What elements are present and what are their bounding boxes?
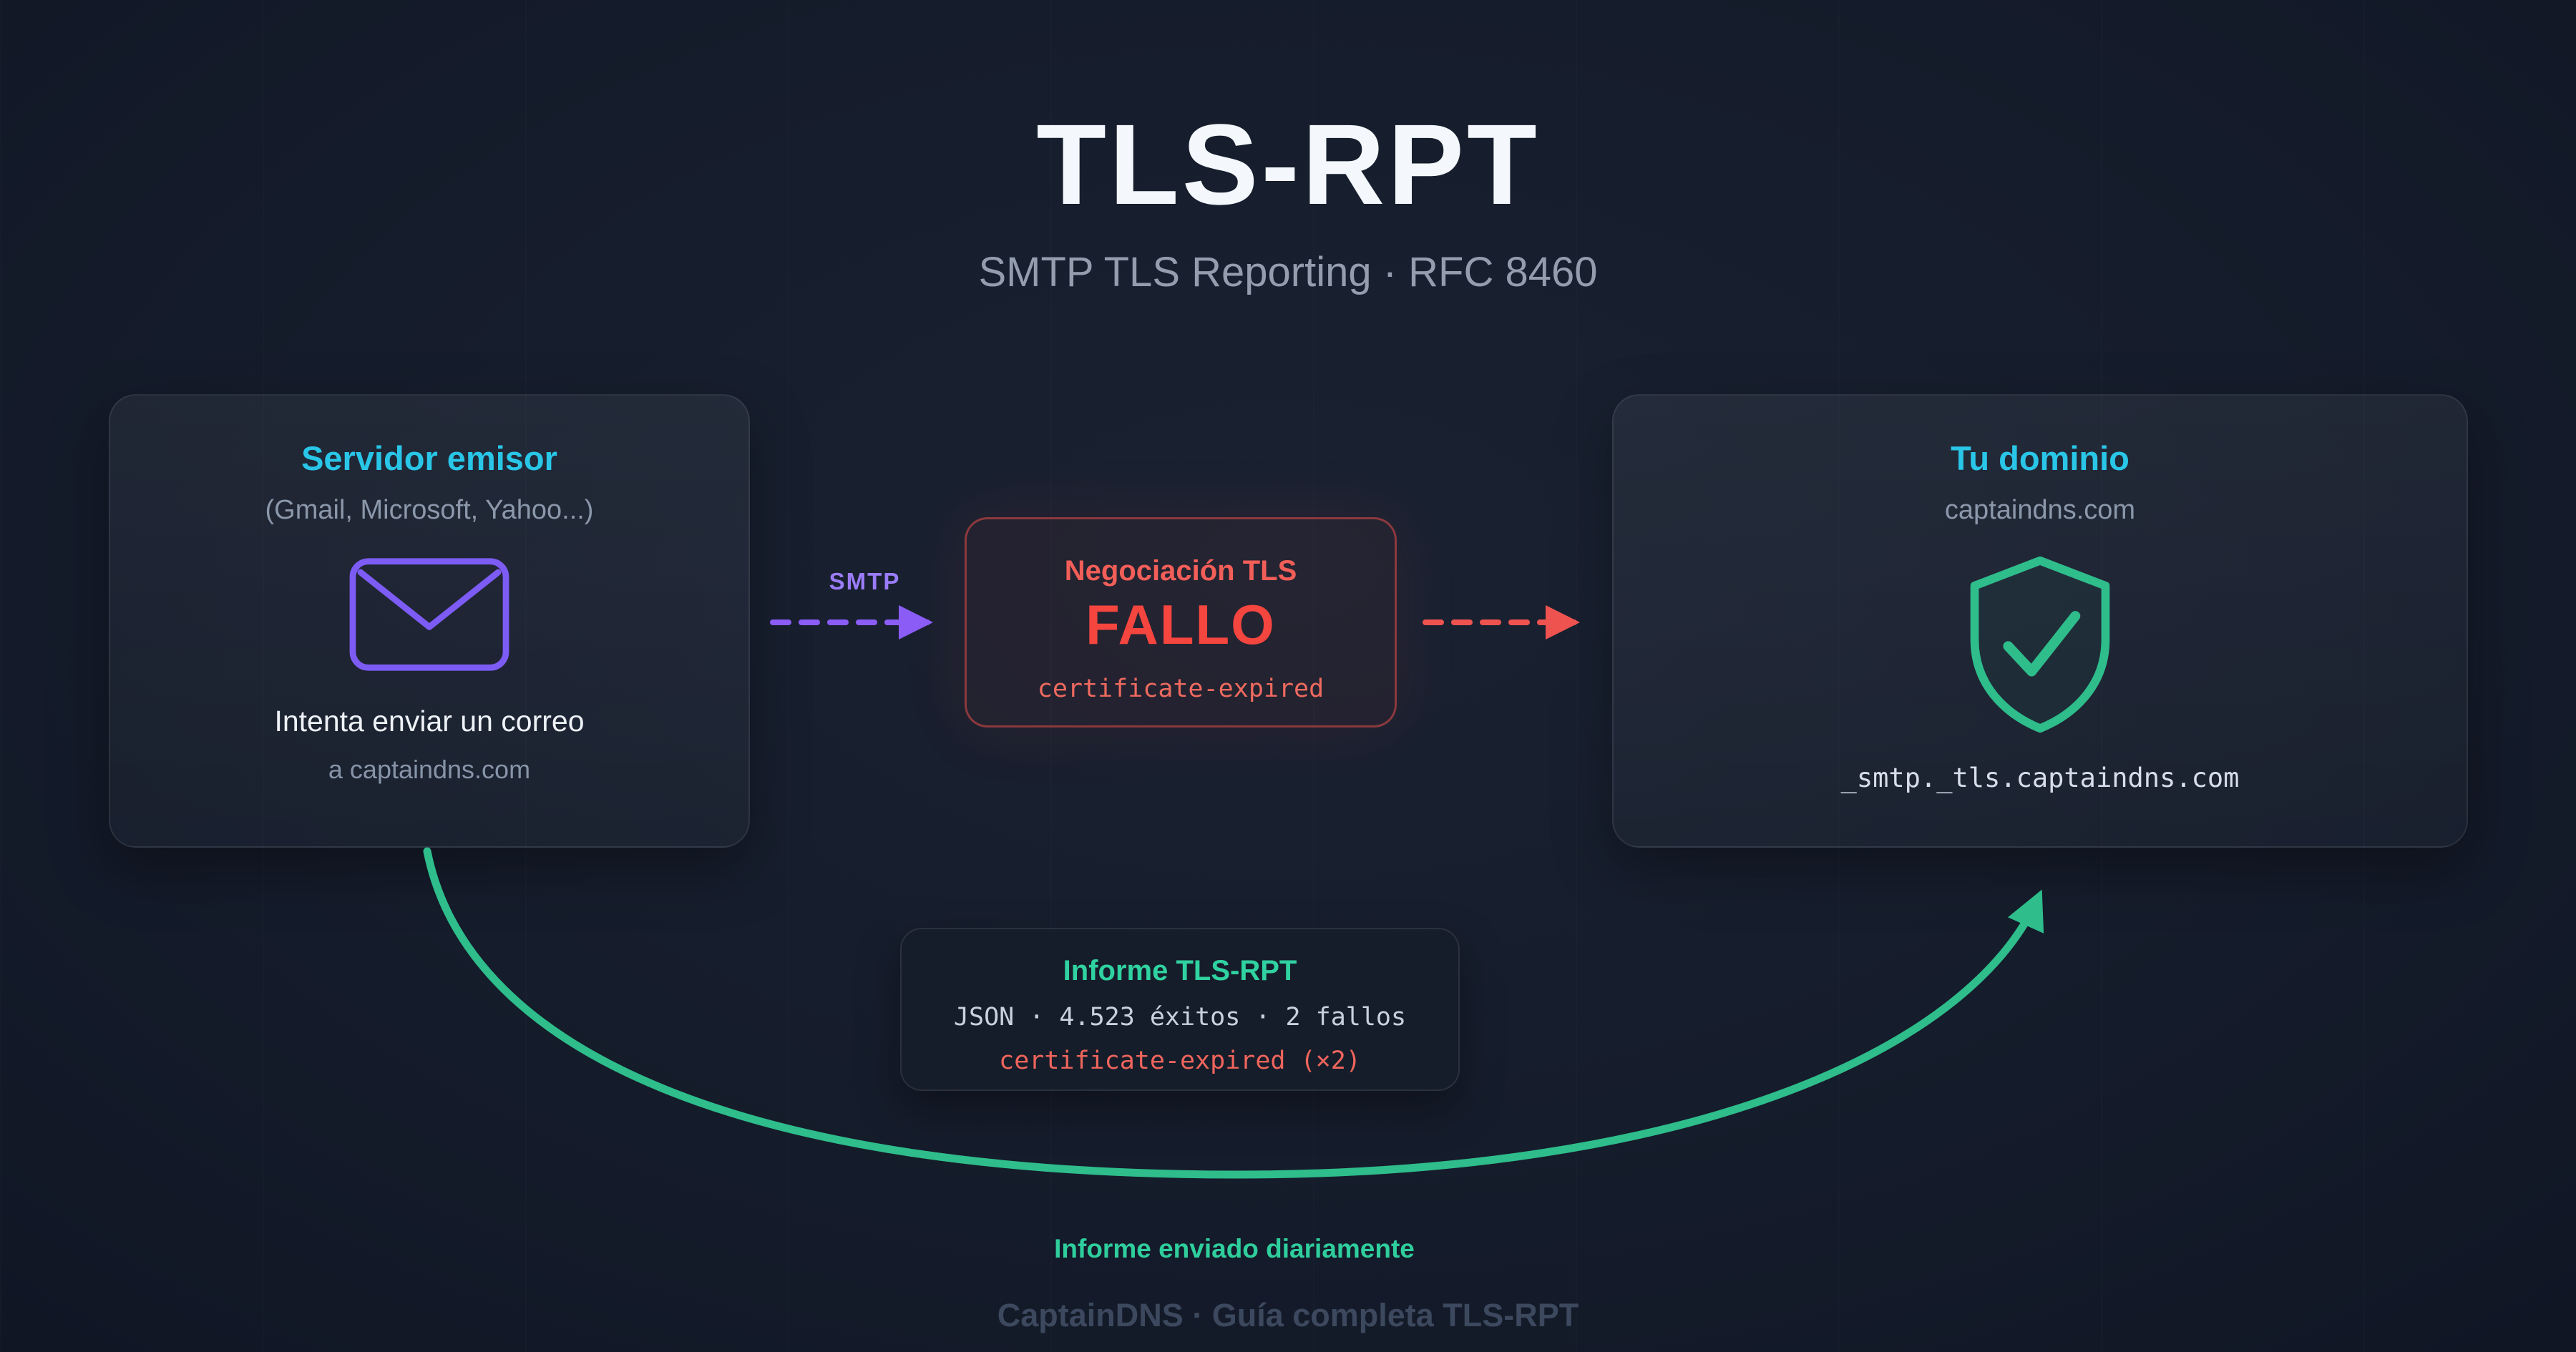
dns-record-text: _smtp._tls.captaindns.com [1840, 763, 2240, 794]
sender-target-text: a captaindns.com [328, 754, 531, 784]
footer-text: CaptainDNS · Guía completa TLS-RPT [997, 1297, 1579, 1333]
domain-card: Tu dominio captaindns.com _smtp._tls.cap… [1612, 394, 2468, 848]
tls-fail-status: FALLO [1085, 593, 1276, 656]
report-failure-text: certificate-expired (×2) [999, 1047, 1361, 1075]
report-card: Informe TLS-RPT JSON · 4.523 éxitos · 2 … [900, 928, 1460, 1091]
page-subtitle: SMTP TLS Reporting · RFC 8460 [978, 249, 1598, 295]
shield-check-icon [1970, 557, 2110, 733]
smtp-arrow-label: SMTP [829, 568, 901, 594]
report-summary-text: JSON · 4.523 éxitos · 2 fallos [953, 1003, 1407, 1032]
tls-fail-reason: certificate-expired [1037, 675, 1324, 703]
domain-card-title: Tu dominio [1951, 439, 2129, 477]
tls-fail-box: Negociación TLS FALLO certificate-expire… [965, 517, 1397, 728]
envelope-icon [349, 558, 509, 672]
domain-name-text: captaindns.com [1944, 494, 2136, 525]
sender-card-providers: (Gmail, Microsoft, Yahoo...) [265, 494, 594, 525]
sender-card: Servidor emisor (Gmail, Microsoft, Yahoo… [109, 394, 750, 848]
report-flow-caption: Informe enviado diariamente [1054, 1234, 1415, 1263]
page-title: TLS-RPT [1036, 100, 1540, 228]
report-card-title: Informe TLS-RPT [1063, 955, 1297, 986]
sender-card-title: Servidor emisor [301, 439, 557, 477]
sender-action-text: Intenta enviar un correo [274, 705, 585, 738]
tls-fail-title: Negociación TLS [1064, 555, 1297, 587]
